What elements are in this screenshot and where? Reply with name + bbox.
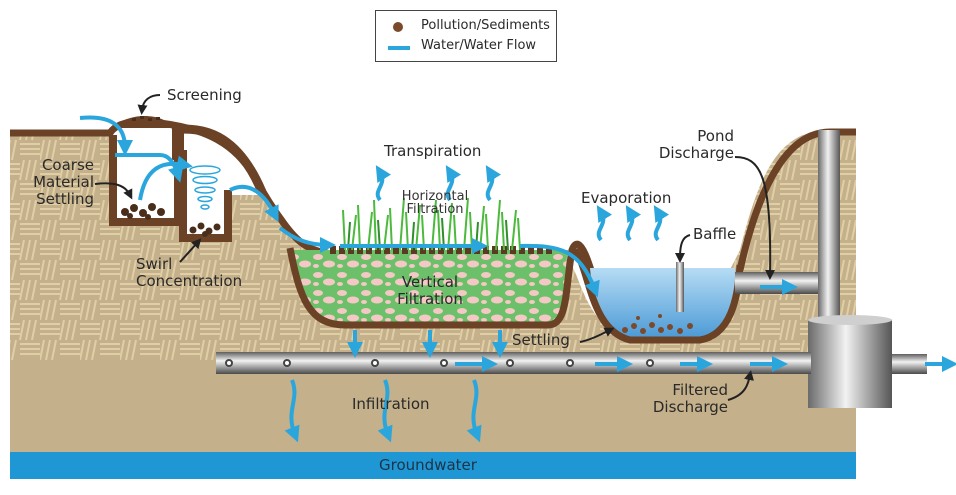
underdrain-perforations [225,359,654,367]
label-line: Filtered [672,381,728,399]
outlet-pipe [892,354,927,374]
label-line: Material [33,173,94,191]
label-coarse-material-settling: Coarse Material Settling [24,157,94,208]
label-infiltration: Infiltration [352,395,430,413]
label-pond-discharge: Pond Discharge [650,128,734,162]
label-line: Filtration [406,202,464,217]
leader-lines [94,94,776,401]
label-line: Vertical [401,273,459,291]
water-line-icon [388,46,410,50]
label-line: Coarse [41,156,94,174]
label-groundwater: Groundwater [379,456,477,474]
swirl-sediments [189,222,221,237]
sediment-dot-icon [393,22,403,32]
label-line: Discharge [658,144,734,162]
legend: Pollution/Sediments Water/Water Flow [375,10,557,62]
water-flows [79,115,956,443]
label-line: Concentration [136,272,243,290]
legend-label: Water/Water Flow [421,38,537,53]
outlet-structure [808,320,892,408]
outlet-structure-top [808,315,892,325]
pond-sediments [622,314,693,334]
riser-pipe [818,130,840,330]
label-settling: Settling [512,331,570,349]
coarse-sediments [121,203,165,220]
pond-discharge-pipe [735,272,825,294]
label-line: Horizontal [401,189,469,204]
label-transpiration: Transpiration [384,142,482,160]
label-line: Discharge [652,398,728,416]
label-swirl-concentration: Swirl Concentration [136,256,242,290]
pond-outline [572,247,744,344]
label-screening: Screening [167,86,242,104]
label-line: Swirl [136,255,173,273]
filter-media [290,250,568,322]
label-horizontal-filtration: Horizontal Filtration [395,190,475,216]
label-vertical-filtration: Vertical Filtration [380,274,480,308]
groundwater-band [10,452,856,479]
inflow-arrow [79,115,133,156]
label-baffle: Baffle [693,225,737,243]
grass [342,197,521,251]
pond-water [590,268,735,338]
filter-cell-outline [286,240,604,329]
label-filtered-discharge: Filtered Discharge [640,382,728,416]
legend-item-water: Water/Water Flow [376,37,556,57]
legend-item-sediments: Pollution/Sediments [376,17,556,37]
chamber-divider [172,130,184,160]
label-line: Settling [36,190,94,208]
label-evaporation: Evaporation [581,189,672,207]
baffle [676,262,684,312]
soil-lower [10,360,856,452]
screen-sediments [132,116,160,121]
legend-label: Pollution/Sediments [421,18,550,33]
swirl-chamber [179,150,232,242]
chamber-roof [171,124,267,194]
label-line: Pond [697,127,734,145]
label-line: Filtration [397,290,463,308]
